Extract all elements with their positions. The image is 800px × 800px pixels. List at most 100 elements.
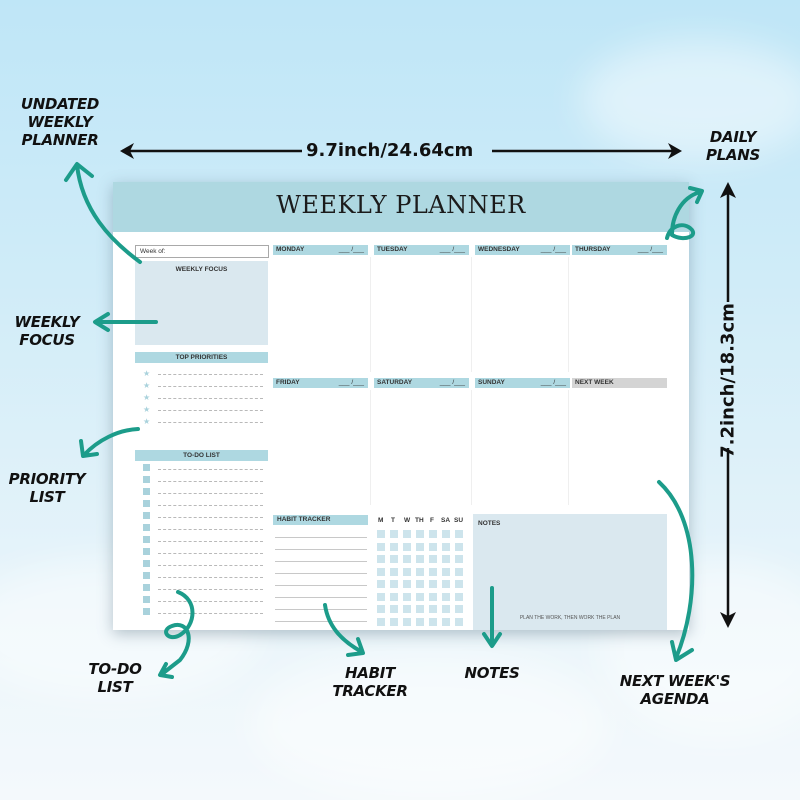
habit-checkbox[interactable] <box>429 605 437 613</box>
habit-checkbox[interactable] <box>455 567 463 576</box>
habit-checkbox[interactable] <box>455 555 463 563</box>
habit-checkbox[interactable] <box>377 592 385 601</box>
habit-checkbox[interactable] <box>442 592 450 601</box>
habit-checkbox[interactable] <box>429 580 437 588</box>
habit-checkbox[interactable] <box>416 542 424 551</box>
habit-checkbox[interactable] <box>442 555 450 563</box>
habit-checkbox[interactable] <box>442 542 450 551</box>
date-blank[interactable]: ___ /___ <box>540 379 566 386</box>
habit-checkbox[interactable] <box>429 617 437 626</box>
todo-line[interactable] <box>158 565 263 566</box>
priority-line[interactable] <box>158 386 263 387</box>
todo-line[interactable] <box>158 517 263 518</box>
date-blank[interactable]: ___ /___ <box>338 246 364 253</box>
todo-line[interactable] <box>158 493 263 494</box>
habit-checkbox[interactable] <box>429 592 437 601</box>
habit-checkbox[interactable] <box>390 542 398 551</box>
habit-checkbox[interactable] <box>377 580 385 588</box>
habit-line[interactable] <box>275 537 367 538</box>
todo-checkbox[interactable] <box>143 464 150 471</box>
habit-checkbox[interactable] <box>403 617 411 626</box>
habit-checkbox[interactable] <box>403 542 411 551</box>
habit-checkbox[interactable] <box>455 617 463 626</box>
habit-checkbox[interactable] <box>416 617 424 626</box>
todo-checkbox[interactable] <box>143 584 150 591</box>
habit-checkbox[interactable] <box>429 555 437 563</box>
habit-checkbox[interactable] <box>416 530 424 538</box>
todo-checkbox[interactable] <box>143 500 150 507</box>
habit-checkbox[interactable] <box>377 617 385 626</box>
habit-checkbox[interactable] <box>442 580 450 588</box>
todo-checkbox[interactable] <box>143 476 150 483</box>
habit-checkbox[interactable] <box>390 592 398 601</box>
todo-checkbox[interactable] <box>143 560 150 567</box>
weekly-focus-box[interactable]: WEEKLY FOCUS <box>135 261 268 345</box>
habit-checkbox[interactable] <box>455 542 463 551</box>
habit-checkbox[interactable] <box>442 530 450 538</box>
week-of-field[interactable]: Week of: <box>135 245 269 258</box>
habit-line[interactable] <box>275 561 367 562</box>
habit-checkbox[interactable] <box>429 542 437 551</box>
habit-checkbox[interactable] <box>390 555 398 563</box>
habit-checkbox[interactable] <box>442 617 450 626</box>
todo-line[interactable] <box>158 589 263 590</box>
habit-checkbox[interactable] <box>377 542 385 551</box>
habit-line[interactable] <box>275 621 367 622</box>
habit-checkbox[interactable] <box>416 605 424 613</box>
habit-checkbox[interactable] <box>377 567 385 576</box>
habit-checkbox[interactable] <box>403 605 411 613</box>
habit-checkbox[interactable] <box>377 605 385 613</box>
todo-line[interactable] <box>158 481 263 482</box>
priority-line[interactable] <box>158 374 263 375</box>
todo-checkbox[interactable] <box>143 548 150 555</box>
habit-line[interactable] <box>275 609 367 610</box>
todo-checkbox[interactable] <box>143 572 150 579</box>
habit-checkbox[interactable] <box>416 567 424 576</box>
priority-line[interactable] <box>158 410 263 411</box>
todo-line[interactable] <box>158 529 263 530</box>
habit-line[interactable] <box>275 585 367 586</box>
todo-checkbox[interactable] <box>143 596 150 603</box>
habit-checkbox[interactable] <box>416 580 424 588</box>
habit-checkbox[interactable] <box>390 530 398 538</box>
todo-checkbox[interactable] <box>143 536 150 543</box>
todo-line[interactable] <box>158 577 263 578</box>
todo-line[interactable] <box>158 469 263 470</box>
habit-checkbox[interactable] <box>390 567 398 576</box>
date-blank[interactable]: ___ /___ <box>637 246 663 253</box>
habit-checkbox[interactable] <box>403 555 411 563</box>
date-blank[interactable]: ___ /___ <box>439 379 465 386</box>
habit-checkbox[interactable] <box>455 605 463 613</box>
habit-checkbox[interactable] <box>403 567 411 576</box>
todo-line[interactable] <box>158 613 263 614</box>
habit-checkbox[interactable] <box>403 580 411 588</box>
habit-checkbox[interactable] <box>416 555 424 563</box>
habit-line[interactable] <box>275 597 367 598</box>
priority-line[interactable] <box>158 422 263 423</box>
todo-checkbox[interactable] <box>143 524 150 531</box>
habit-checkbox[interactable] <box>377 530 385 538</box>
habit-checkbox[interactable] <box>429 530 437 538</box>
todo-line[interactable] <box>158 541 263 542</box>
habit-checkbox[interactable] <box>416 592 424 601</box>
habit-checkbox[interactable] <box>442 567 450 576</box>
habit-checkbox[interactable] <box>390 617 398 626</box>
habit-checkbox[interactable] <box>403 530 411 538</box>
habit-checkbox[interactable] <box>403 592 411 601</box>
habit-line[interactable] <box>275 549 367 550</box>
habit-checkbox[interactable] <box>390 580 398 588</box>
habit-checkbox[interactable] <box>455 592 463 601</box>
date-blank[interactable]: ___ /___ <box>540 246 566 253</box>
habit-checkbox[interactable] <box>455 530 463 538</box>
todo-checkbox[interactable] <box>143 488 150 495</box>
todo-line[interactable] <box>158 505 263 506</box>
date-blank[interactable]: ___ /___ <box>439 246 465 253</box>
habit-checkbox[interactable] <box>377 555 385 563</box>
habit-checkbox[interactable] <box>429 567 437 576</box>
priority-line[interactable] <box>158 398 263 399</box>
notes-box[interactable]: NOTES PLAN THE WORK, THEN WORK THE PLAN <box>473 514 667 630</box>
todo-line[interactable] <box>158 601 263 602</box>
habit-checkbox[interactable] <box>442 605 450 613</box>
todo-checkbox[interactable] <box>143 512 150 519</box>
todo-checkbox[interactable] <box>143 608 150 615</box>
